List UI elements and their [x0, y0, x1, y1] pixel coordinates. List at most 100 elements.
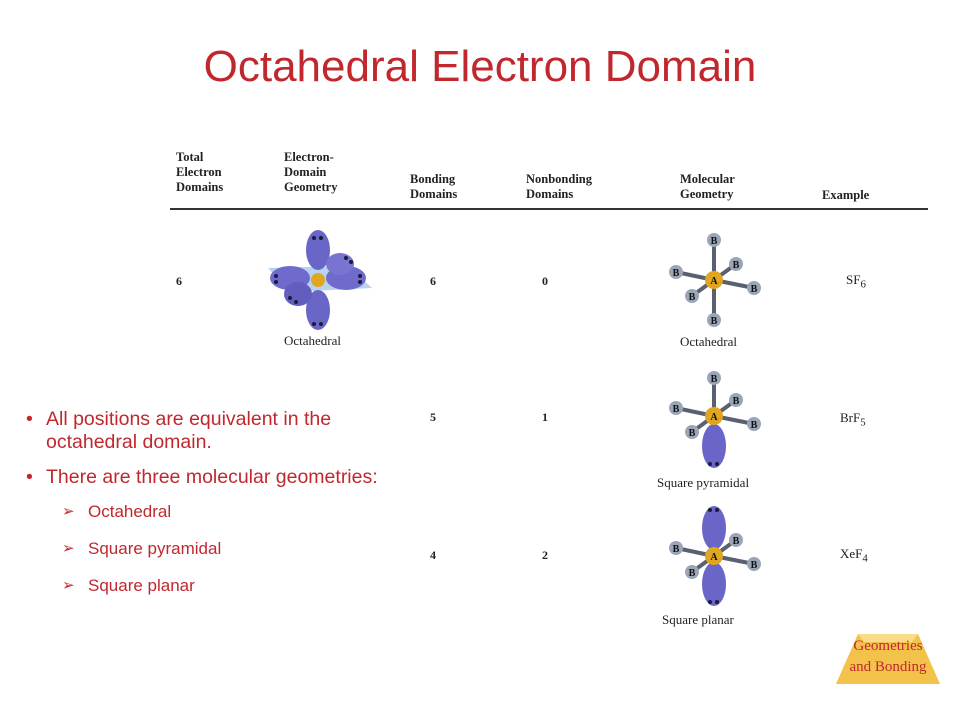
example-subscript: 4 — [862, 552, 868, 565]
bullet-item: • There are three molecular geometries: — [26, 466, 386, 489]
atom-label: B — [751, 420, 758, 431]
atom-label: B — [673, 404, 680, 415]
row3-molecular-geometry-caption: Square planar — [662, 612, 734, 627]
outer-atoms — [669, 233, 761, 327]
header-line: Geometry — [680, 187, 734, 201]
header-example: Example — [822, 188, 869, 203]
logo-trapezoid — [836, 634, 940, 684]
sub-bullet-item: ➢ Octahedral — [26, 501, 386, 523]
header-line: Molecular — [680, 172, 735, 186]
row1-bonding: 6 — [430, 274, 436, 288]
header-line: Electron- — [284, 150, 334, 164]
slide-title: Octahedral Electron Domain — [203, 42, 757, 91]
atom-label: B — [733, 536, 740, 547]
row2-example: BrF5 — [840, 410, 866, 429]
header-line: Electron — [176, 165, 222, 179]
lone-pair-lobe — [702, 424, 726, 468]
header-rule — [170, 208, 928, 210]
header-molecular-geometry: Molecular Geometry — [680, 172, 735, 202]
atom-label: B — [689, 428, 696, 439]
header-line: Example — [822, 188, 870, 202]
electron-pairs — [274, 236, 362, 326]
example-subscript: 5 — [860, 416, 866, 429]
atom-label: B — [711, 236, 718, 247]
header-line: Domain — [284, 165, 327, 179]
molecule-square-pyramidal: A B B B B B — [669, 371, 761, 468]
row1-total: 6 — [176, 274, 182, 288]
header-line: Geometry — [284, 180, 338, 194]
atom-label: B — [689, 292, 696, 303]
lobe-back-right — [326, 253, 354, 275]
sub-bullet-text: Octahedral — [88, 502, 172, 521]
row3-example: XeF4 — [840, 546, 868, 565]
logo-line: and Bonding — [849, 659, 927, 675]
row1-domain-geometry-caption: Octahedral — [284, 333, 342, 348]
atom-label: B — [751, 284, 758, 295]
atom-a — [705, 407, 723, 425]
row2-bonding: 5 — [430, 410, 436, 424]
sub-bullet-item: ➢Square pyramidal — [26, 538, 386, 560]
atom-label: A — [710, 412, 718, 423]
outer-atoms — [669, 533, 761, 579]
atom-label: B — [689, 568, 696, 579]
header-line: Domains — [176, 180, 224, 194]
bullet-marker: • — [26, 408, 33, 430]
bullet-list: • All positions are equivalent in the oct… — [26, 408, 386, 612]
example-formula: SF — [846, 272, 861, 287]
sub-bullet-text: Square planar — [88, 576, 195, 595]
lone-pair-electrons — [708, 508, 719, 604]
row2-nonbonding: 1 — [542, 410, 548, 424]
sub-bullet-item: ➢ Square planar — [26, 575, 386, 597]
logo-highlight — [858, 634, 918, 642]
example-formula: XeF — [840, 546, 863, 561]
row1-example: SF6 — [846, 272, 866, 291]
central-atom — [311, 273, 325, 287]
vsepr-table: Total Electron Domains Electron- Domain … — [170, 150, 930, 640]
row1-nonbonding: 0 — [542, 274, 548, 288]
atom-label: B — [751, 560, 758, 571]
row2-molecular-geometry-caption: Square pyramidal — [657, 475, 750, 490]
row3-bonding: 4 — [430, 548, 436, 562]
logo-line: Geometries — [853, 638, 923, 654]
atom-a — [705, 271, 723, 289]
sub-bullet-text: Square pyramidal — [88, 539, 222, 558]
atom-label: B — [673, 544, 680, 555]
outer-atoms — [669, 371, 761, 439]
lone-pair-lobe-top — [702, 506, 726, 550]
bullet-item: • All positions are equivalent in the oct… — [26, 408, 386, 454]
atom-label: B — [711, 316, 718, 327]
header-bonding-domains: Bonding Domains — [410, 172, 457, 202]
atom-label: A — [710, 552, 718, 563]
octahedral-orbital-diagram — [268, 230, 372, 330]
atom-label: B — [733, 396, 740, 407]
header-line: Total — [176, 150, 204, 164]
row3-nonbonding: 2 — [542, 548, 548, 562]
atom-labels: A B B B B B B — [673, 236, 758, 327]
header-domain-geometry: Electron- Domain Geometry — [284, 150, 337, 195]
header-line: Domains — [410, 187, 458, 201]
atom-labels: A B B B B — [673, 536, 758, 579]
atom-a — [705, 547, 723, 565]
bullet-text: There are three molecular geometries: — [46, 466, 378, 488]
header-total-domains: Total Electron Domains — [176, 150, 223, 195]
arrow-bullet-icon: ➢ — [62, 577, 75, 594]
example-formula: BrF — [840, 410, 861, 425]
arrow-bullet-icon: ➢ — [62, 503, 75, 520]
lobe-front-left — [284, 282, 312, 306]
atom-label: B — [733, 260, 740, 271]
atom-label: A — [710, 276, 718, 287]
atom-label: B — [673, 268, 680, 279]
lobe-top — [306, 230, 330, 270]
bullet-text: All positions are equivalent in the octa… — [46, 408, 332, 453]
molecule-square-planar: A B B B B — [669, 506, 761, 606]
header-line: Nonbonding — [526, 172, 593, 186]
header-line: Bonding — [410, 172, 456, 186]
lone-pair-lobe-bottom — [702, 562, 726, 606]
header-nonbonding-domains: Nonbonding Domains — [526, 172, 592, 202]
atom-labels: A B B B B B — [673, 374, 758, 439]
bullet-marker: • — [26, 466, 33, 488]
lone-pair-electrons — [708, 462, 719, 466]
logo-text: Geometries and Bonding — [828, 636, 948, 678]
geometries-logo-shape — [836, 634, 940, 684]
header-line: Domains — [526, 187, 574, 201]
